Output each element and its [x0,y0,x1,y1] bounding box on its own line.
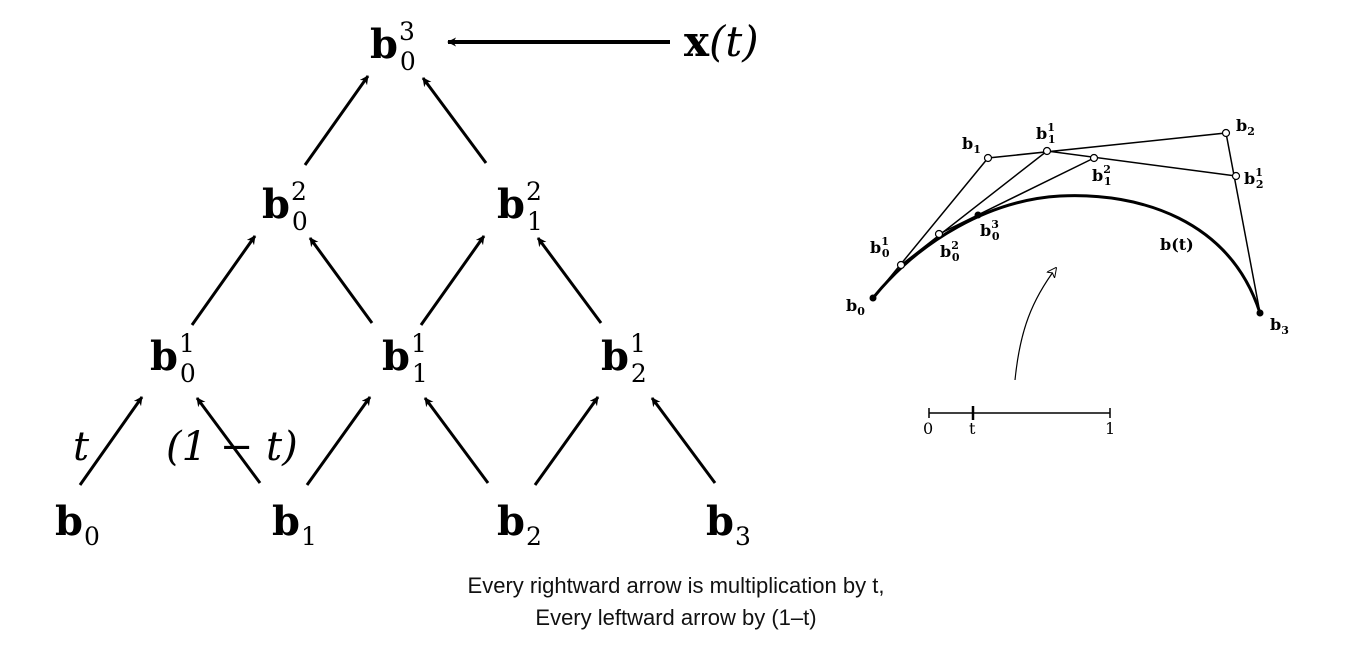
arrow-b2-to-b21 [533,396,600,486]
point-b02 [934,229,944,239]
control-polygon [872,132,1261,314]
point-b2 [1221,128,1231,138]
point-b12 [1089,153,1099,163]
arrow-b0-to-b01 [78,396,144,486]
arrow-b01-to-b02 [190,235,257,326]
caption-line-1: Every rightward arrow is multiplication … [467,573,885,598]
label-b3: b3 [1270,315,1289,337]
arrows-level2-to-top [303,75,488,166]
weight-t: t [73,424,90,470]
point-b03 [974,211,982,219]
point-b1 [983,153,993,163]
label-curve-bt: b(t) [1160,235,1194,254]
scale-label-1: 1 [1105,419,1115,438]
point-b0 [869,294,877,302]
node-b2: b2 [497,498,542,551]
arrows-level1-to-level2 [190,235,603,326]
output-x-of-t: x(t) [684,17,759,66]
label-b2: b2 [1236,116,1255,138]
level2-segment [938,157,1095,235]
node-b1: b1 [272,498,317,551]
scale-label-0: 0 [923,419,933,438]
arrow-b1-to-b01 [195,397,262,484]
point-b3 [1256,309,1264,317]
point-b01 [896,260,906,270]
scale-label-t: t [969,419,976,438]
node-b0: b0 [55,498,100,551]
point-b21 [1231,171,1241,181]
bezier-curve [871,194,1262,314]
arrow-b11-to-b12 [419,235,486,326]
node-b3: b3 [706,498,751,551]
arrow-b02-to-b03 [303,75,370,166]
label-b0: b0 [846,296,865,318]
arrow-b21-to-b12 [536,237,603,324]
arrow-b2-to-b11 [423,397,490,484]
arrows-level0-to-level1 [78,396,717,486]
arrow-b11-to-b02 [308,237,374,324]
mapping-arrow [1014,268,1056,381]
arrow-b3-to-b21 [650,397,717,484]
caption-line-2: Every leftward arrow by (1–t) [535,605,817,630]
arrow-b12-to-b03 [421,77,488,164]
caption: Every rightward arrow is multiplication … [0,570,1352,634]
parameter-scale [928,406,1111,420]
point-b11 [1042,146,1052,156]
arrow-b1-to-b11 [305,396,372,486]
label-b1: b1 [962,134,981,156]
